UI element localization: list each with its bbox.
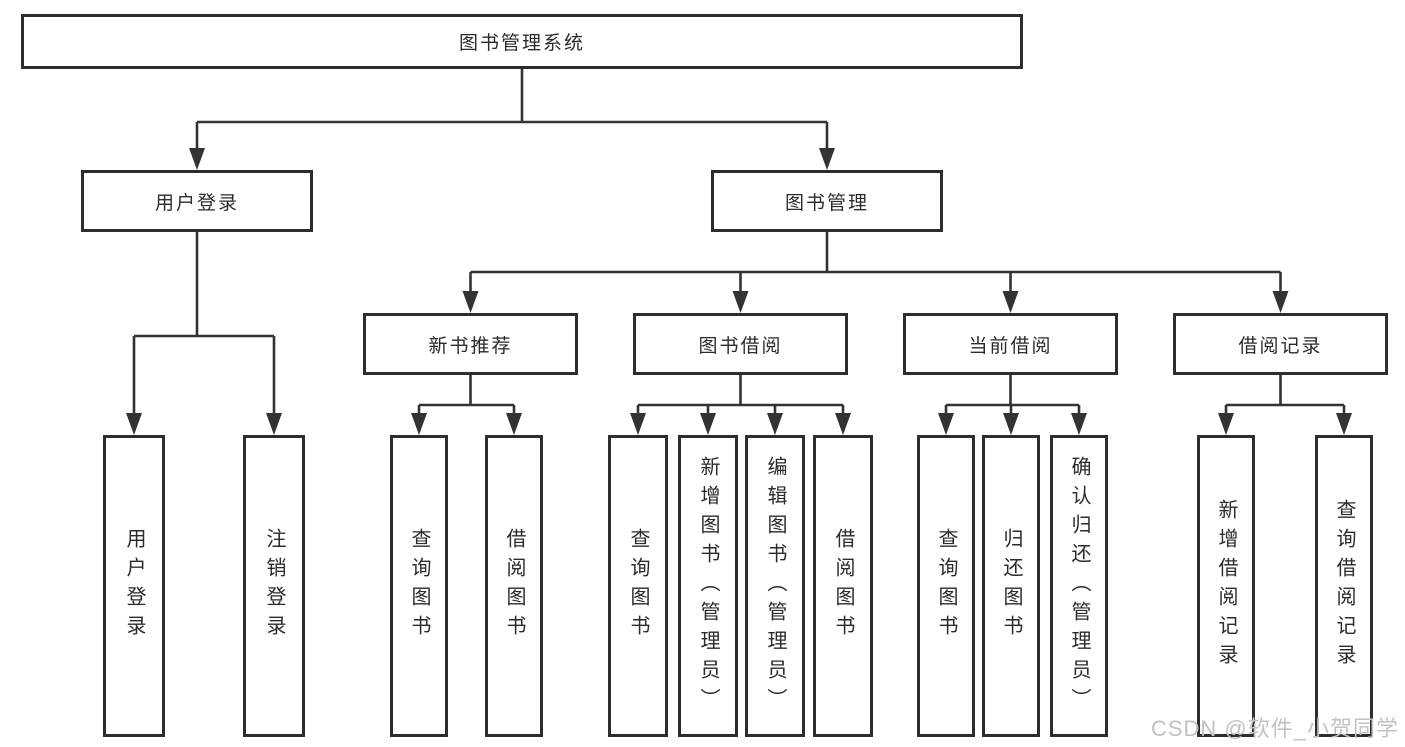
node-label: 查询图书 <box>935 528 957 644</box>
node-label: 新增借阅记录 <box>1215 499 1237 673</box>
leaf-query-borrow-record: 查询借阅记录 <box>1315 435 1373 737</box>
node-label: 借阅图书 <box>503 528 525 644</box>
node-label: 查询借阅记录 <box>1333 499 1355 673</box>
node-label: 新书推荐 <box>428 335 513 357</box>
node-label: 图书管理系统 <box>458 33 585 54</box>
leaf-query-books: 查询图书 <box>390 435 448 737</box>
leaf-add-borrow-record: 新增借阅记录 <box>1197 435 1255 737</box>
leaf-confirm-return-admin: 确认归还（管理员） <box>1050 435 1108 737</box>
node-label: 用户登录 <box>154 192 239 214</box>
node-user-login: 用户登录 <box>81 170 313 232</box>
node-label: 注销登录 <box>263 528 285 644</box>
node-new-book-recommend: 新书推荐 <box>363 313 578 375</box>
node-label: 借阅图书 <box>832 528 854 644</box>
node-label: 查询图书 <box>627 528 649 644</box>
node-label: 图书借阅 <box>698 335 783 357</box>
node-system-root: 图书管理系统 <box>21 14 1023 69</box>
leaf-logout: 注销登录 <box>243 435 305 737</box>
leaf-return-book: 归还图书 <box>982 435 1040 737</box>
leaf-borrow-books: 借阅图书 <box>485 435 543 737</box>
node-borrow-records: 借阅记录 <box>1173 313 1388 375</box>
node-book-management: 图书管理 <box>711 170 943 232</box>
node-label: 借阅记录 <box>1238 335 1323 357</box>
csdn-watermark: CSDN @软件_小贺同学 <box>1150 716 1399 741</box>
leaf-query-books: 查询图书 <box>608 435 668 737</box>
node-label: 当前借阅 <box>968 335 1053 357</box>
node-label: 归还图书 <box>1000 528 1022 644</box>
leaf-borrow-books: 借阅图书 <box>813 435 873 737</box>
leaf-query-books: 查询图书 <box>917 435 975 737</box>
leaf-user-login: 用户登录 <box>103 435 165 737</box>
node-label: 确认归还（管理员） <box>1068 455 1090 717</box>
node-label: 新增图书（管理员） <box>697 455 719 717</box>
node-book-borrow: 图书借阅 <box>633 313 848 375</box>
leaf-edit-book-admin: 编辑图书（管理员） <box>745 435 805 737</box>
node-label: 查询图书 <box>408 528 430 644</box>
node-label: 用户登录 <box>123 528 145 644</box>
node-label: 编辑图书（管理员） <box>764 455 786 717</box>
node-current-borrow: 当前借阅 <box>903 313 1118 375</box>
leaf-add-book-admin: 新增图书（管理员） <box>678 435 738 737</box>
node-label: 图书管理 <box>784 192 869 214</box>
